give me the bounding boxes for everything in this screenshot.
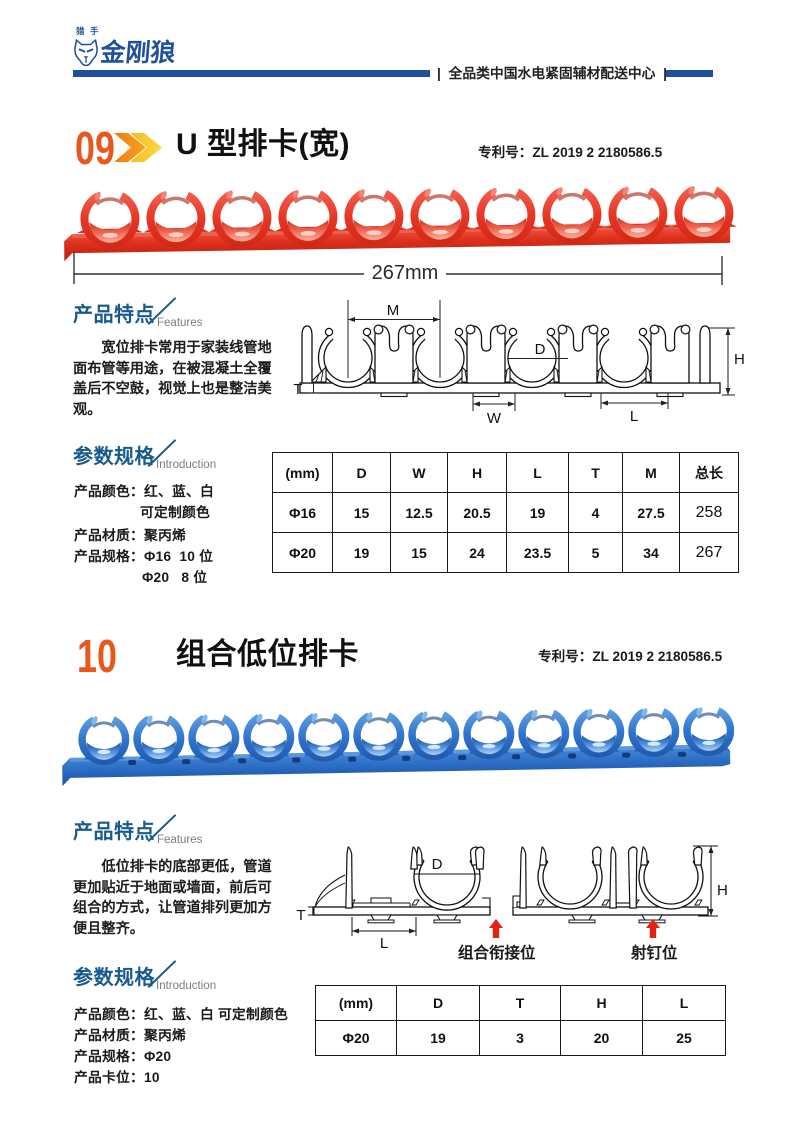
- svg-text:猎手: 猎手: [75, 26, 104, 36]
- svg-text:L: L: [380, 935, 388, 952]
- svg-text:M: M: [387, 302, 400, 319]
- svg-text:金刚狼: 金刚狼: [98, 38, 176, 67]
- svg-text:267mm: 267mm: [372, 262, 439, 284]
- svg-text:T: T: [296, 907, 305, 924]
- svg-text:L: L: [630, 408, 638, 425]
- svg-text:D: D: [535, 341, 546, 358]
- svg-text:H: H: [734, 351, 745, 368]
- svg-text:D: D: [432, 856, 443, 873]
- svg-text:H: H: [717, 882, 728, 899]
- svg-text:W: W: [487, 410, 502, 426]
- svg-text:T: T: [293, 381, 302, 398]
